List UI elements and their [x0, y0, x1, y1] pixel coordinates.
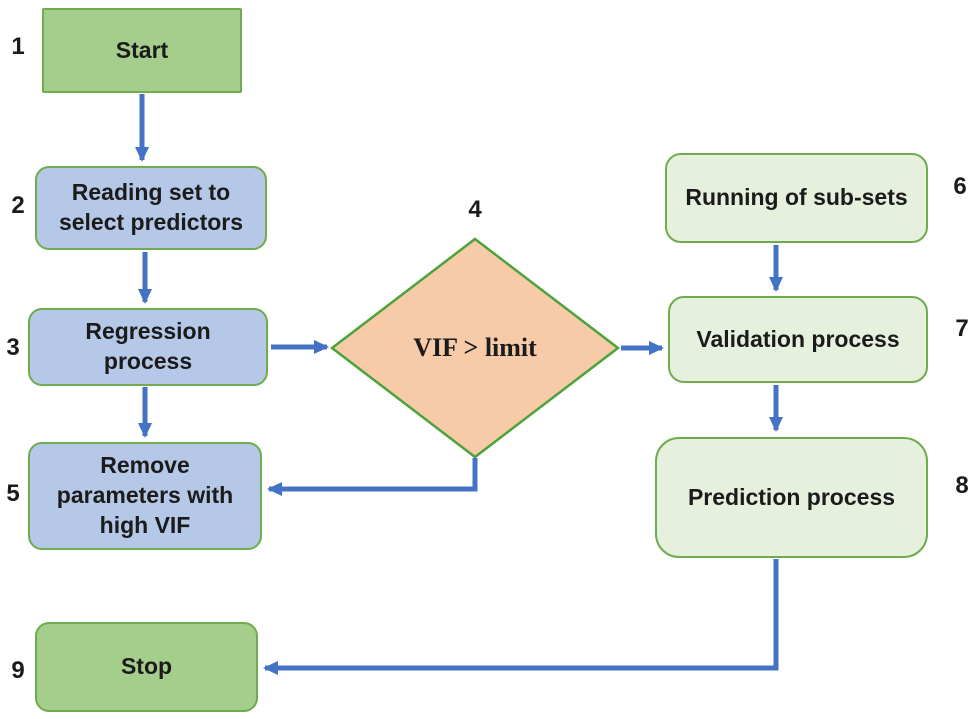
node-decision-vif-label: VIF > limit [413, 333, 537, 362]
node-validation-process-label: Validation process [696, 325, 900, 352]
node-stop: Stop [35, 622, 258, 712]
step-number-5: 5 [6, 480, 20, 507]
step-number-3: 3 [6, 334, 20, 361]
node-remove-parameters: Remove parameters with high VIF [28, 442, 262, 550]
node-reading-set-label: Reading set to select predictors [58, 179, 244, 235]
node-prediction-process-label: Prediction process [687, 483, 896, 510]
arrow-prediction-to-stop [263, 559, 779, 675]
node-regression-process: Regression process [28, 308, 268, 386]
step-number-9: 9 [11, 657, 25, 684]
step-number-2: 2 [11, 192, 25, 219]
node-running-subsets: Running of sub-sets [665, 153, 928, 243]
node-decision-vif: VIF > limit [355, 240, 595, 456]
node-running-subsets-label: Running of sub-sets [685, 184, 908, 211]
step-number-4: 4 [468, 196, 482, 223]
node-prediction-process: Prediction process [655, 437, 928, 558]
node-start: Start [42, 8, 242, 93]
step-number-6: 6 [953, 173, 967, 200]
node-regression-process-label: Regression process [85, 318, 211, 374]
node-stop-label: Stop [120, 653, 173, 680]
arrow-diamond-to-remove [267, 458, 478, 496]
node-reading-set: Reading set to select predictors [35, 166, 267, 250]
node-validation-process: Validation process [668, 296, 928, 383]
node-remove-parameters-label: Remove parameters with high VIF [56, 452, 234, 538]
node-start-label: Start [115, 36, 169, 63]
step-number-1: 1 [11, 33, 25, 60]
decision-diamond-shape [329, 237, 621, 459]
step-number-8: 8 [955, 472, 969, 499]
step-number-7: 7 [955, 315, 969, 342]
